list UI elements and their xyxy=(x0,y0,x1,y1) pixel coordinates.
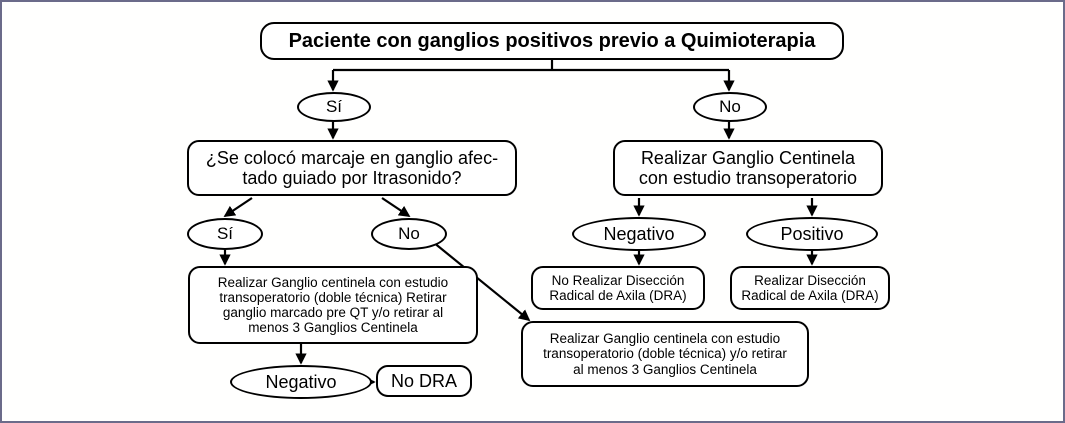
edge-question-to-si2 xyxy=(223,197,253,217)
node-realizar-dra-label: Realizar Disección Radical de Axila (DRA… xyxy=(741,272,879,303)
node-title-label: Paciente con ganglios positivos previo a… xyxy=(288,29,816,52)
node-question-marcaje: ¿Se colocó marcaje en ganglio afec- tado… xyxy=(187,140,517,196)
node-si-2: Sí xyxy=(187,218,263,250)
node-no-dra: No DRA xyxy=(376,365,472,397)
node-realizar-dra: Realizar Disección Radical de Axila (DRA… xyxy=(730,266,890,310)
node-no-realizar-dra-label: No Realizar Disección Radical de Axila (… xyxy=(549,272,687,303)
node-negativo-1-label: Negativo xyxy=(603,223,675,244)
node-bottom-protocol: Realizar Ganglio centinela con estudio t… xyxy=(521,321,809,387)
node-realizar-ganglio-centinela: Realizar Ganglio Centinela con estudio t… xyxy=(613,140,883,196)
node-no-1: No xyxy=(693,92,767,122)
node-si-2-label: Sí xyxy=(216,224,234,244)
edge-question-to-no2 xyxy=(381,197,411,217)
node-negativo-2-label: Negativo xyxy=(265,371,337,392)
node-bottom-protocol-label: Realizar Ganglio centinela con estudio t… xyxy=(543,331,787,377)
node-si-1-label: Sí xyxy=(325,97,343,117)
node-left-protocol: Realizar Ganglio centinela con estudio t… xyxy=(188,266,478,344)
node-negativo-1: Negativo xyxy=(572,217,706,251)
node-positivo-label: Positivo xyxy=(780,223,844,244)
node-no-2: No xyxy=(371,218,447,250)
node-no-1-label: No xyxy=(719,97,741,117)
node-no-realizar-dra: No Realizar Disección Radical de Axila (… xyxy=(531,266,705,310)
node-realizar-ganglio-centinela-label: Realizar Ganglio Centinela con estudio t… xyxy=(638,147,858,188)
node-left-protocol-label: Realizar Ganglio centinela con estudio t… xyxy=(217,274,449,336)
node-si-1: Sí xyxy=(297,92,371,122)
node-positivo: Positivo xyxy=(746,217,878,251)
node-question-marcaje-label: ¿Se colocó marcaje en ganglio afec- tado… xyxy=(205,147,499,188)
node-negativo-2: Negativo xyxy=(230,365,372,399)
node-title: Paciente con ganglios positivos previo a… xyxy=(260,22,844,60)
node-no-dra-label: No DRA xyxy=(390,370,457,391)
node-no-2-label: No xyxy=(398,224,420,244)
edge-no2-to-bottombig xyxy=(432,241,531,322)
